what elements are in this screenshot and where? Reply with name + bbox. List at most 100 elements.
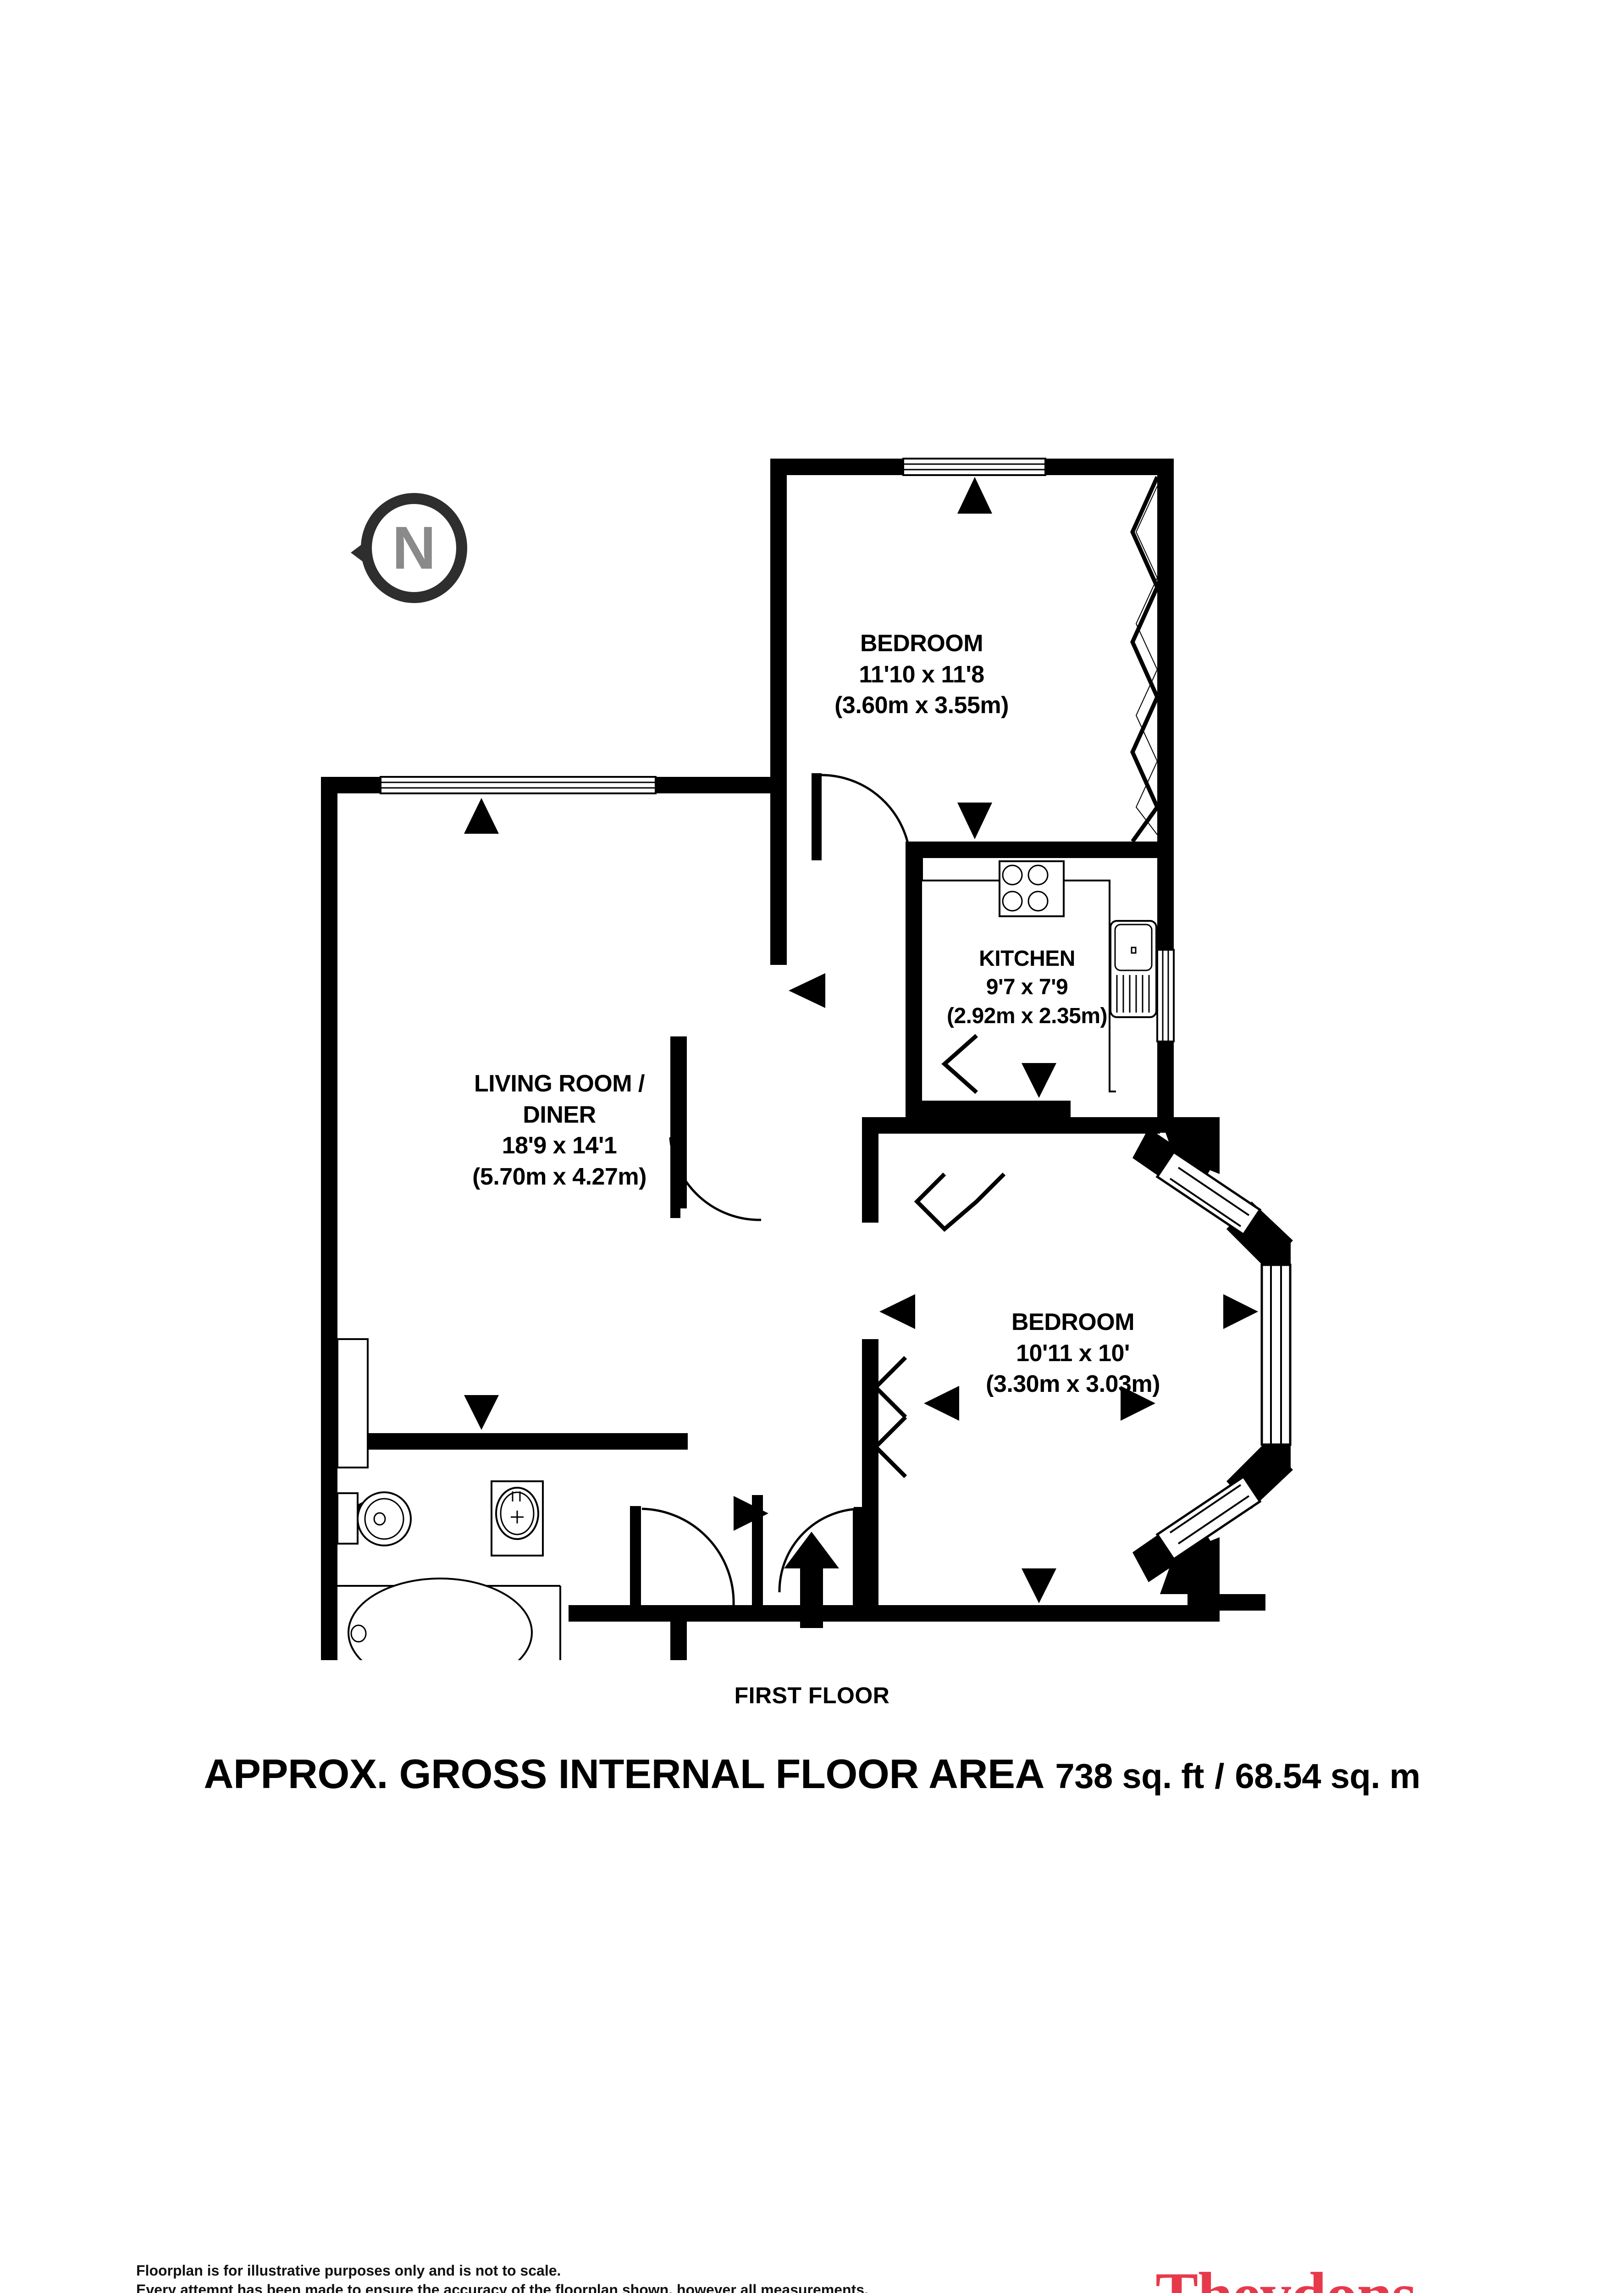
bay-window-pane-center: [1260, 1263, 1292, 1446]
room-dimensions-metric: (5.70m x 4.27m): [472, 1163, 646, 1190]
area-caption-prefix: APPROX. GROSS INTERNAL FLOOR AREA: [204, 1751, 1045, 1797]
wc-cistern: [337, 1492, 359, 1545]
disclaimer-text: Floorplan is for illustrative purposes o…: [136, 2261, 1122, 2293]
bay-mullion-lower-b: [1169, 1484, 1242, 1534]
room-label-kitchen: KITCHEN 9'7 x 7'9 (2.92m x 2.35m): [899, 945, 1155, 1030]
floorplan-drawing: [321, 458, 1293, 1660]
bay-mullion-upper-a: [1177, 1167, 1250, 1216]
kitchen-worktop-outline: [921, 858, 1116, 1092]
radiator-icon: [337, 1338, 369, 1468]
room-dimensions-imperial: 9'7 x 7'9: [986, 975, 1068, 1000]
door-leaf-bedroom1: [812, 773, 822, 860]
bay-window-pane-upper-angle: [1155, 1150, 1262, 1236]
bath-tub-icon: [348, 1578, 533, 1660]
wall-bathroom-left: [321, 1433, 337, 1660]
wc-inner: [364, 1498, 404, 1540]
room-dimensions-imperial: 18'9 x 14'1: [502, 1132, 617, 1159]
door-arc-hall: [778, 1507, 862, 1593]
bath-plug: [350, 1624, 367, 1643]
area-value-sqft: 738 sq. ft: [1055, 1757, 1204, 1796]
compass-rose: N: [351, 493, 488, 631]
wall-bay-corner-bottom: [1160, 1537, 1220, 1594]
arrow-kitchen-right: [1121, 1386, 1155, 1421]
zigzag-bedroom1-right: [1130, 476, 1160, 843]
area-separator: /: [1215, 1757, 1224, 1796]
room-dimensions-imperial: 10'11 x 10': [1016, 1340, 1130, 1367]
arrow-living-bottom: [464, 1395, 499, 1430]
arrow-kitchen-left: [924, 1386, 959, 1421]
room-dimensions-metric: (3.30m x 3.03m): [986, 1371, 1160, 1398]
bathroom-fixtures: [337, 1480, 561, 1660]
wall-bay-corner-top: [1160, 1117, 1220, 1174]
arrow-kitchen-bottom: [1022, 1063, 1056, 1098]
bay-mullion-upper-b: [1169, 1178, 1242, 1227]
door-arc-bathroom: [641, 1507, 735, 1606]
room-name-line-1: LIVING ROOM /: [474, 1070, 645, 1097]
disclaimer-line-2: Every attempt has been made to ensure th…: [136, 2282, 868, 2293]
disclaimer-line-1: Floorplan is for illustrative purposes o…: [136, 2262, 561, 2279]
brand-logo-theydons: Theydons.: [1155, 2263, 1596, 2293]
window-bedroom1-top: [902, 458, 1046, 476]
room-name-line-2: DINER: [523, 1101, 596, 1128]
wall-bedroom2-left-upper: [862, 1117, 878, 1223]
kitchen-fixtures: [921, 858, 1157, 1092]
zigzag-bedroom2-left-2: [873, 1356, 907, 1419]
wc-plug: [373, 1512, 386, 1526]
bay-window-pane-lower-angle: [1155, 1475, 1262, 1561]
arrow-bedroom1-left: [789, 973, 825, 1008]
room-name: BEDROOM: [860, 630, 983, 657]
zigzag-thin-bedroom1: [1135, 486, 1158, 835]
wall-bedroom1-bottom: [906, 842, 1174, 858]
room-label-bedroom-1: BEDROOM 11'10 x 11'8 (3.60m x 3.55m): [793, 628, 1050, 721]
wall-kitchen-right-upper: [1157, 858, 1174, 950]
zigzag-group: [873, 476, 1160, 1479]
gross-internal-area-caption: APPROX. GROSS INTERNAL FLOOR AREA 738 sq…: [0, 1751, 1624, 1798]
wall-bedroom2-left-lower: [862, 1339, 878, 1622]
room-name: BEDROOM: [1011, 1309, 1135, 1335]
hob-burner-4: [1027, 891, 1049, 912]
hob-burner-1: [1002, 864, 1023, 886]
window-group: [380, 458, 1175, 1042]
arrow-bedroom2-bottom: [1022, 1568, 1056, 1603]
bay-window-mullions: [1169, 1167, 1282, 1545]
door-group: [641, 774, 911, 1606]
hob-icon: [999, 860, 1065, 917]
hob-burner-3: [1002, 891, 1023, 912]
room-label-bedroom-2: BEDROOM 10'11 x 10' (3.30m x 3.03m): [945, 1307, 1201, 1400]
living-room-radiator: [337, 1338, 369, 1468]
wall-living-top-right: [656, 777, 787, 793]
bay-window-group: [1155, 1150, 1292, 1561]
door-leaf-group: [630, 773, 864, 1608]
floor-caption: FIRST FLOOR: [734, 1683, 890, 1708]
bay-mullion-lower-a: [1177, 1495, 1250, 1545]
sink-plug: [1131, 947, 1137, 954]
wall-bay-block-upper: [1263, 1238, 1291, 1266]
wall-bedroom1-right: [1157, 459, 1174, 858]
arrow-bedroom1-top: [957, 477, 992, 514]
wall-bedroom1-top-left: [770, 459, 903, 475]
room-name: KITCHEN: [979, 947, 1075, 971]
zigzag-kitchen-bottom: [941, 1034, 978, 1094]
window-living-top: [380, 776, 657, 794]
zigzag-bedroom2-left: [873, 1415, 907, 1479]
door-arc-bedroom1: [820, 774, 911, 858]
door-leaf-hall: [854, 1507, 864, 1594]
room-dimensions-imperial: 11'10 x 11'8: [859, 661, 984, 688]
wall-bedroom2-top-left: [862, 1117, 1082, 1134]
wall-kitchen-bottom-left: [906, 1101, 1071, 1117]
compass-north-label: N: [392, 514, 436, 582]
sink-icon: [1110, 920, 1157, 1018]
window-kitchen-right: [1156, 949, 1175, 1042]
footer: Floorplan is for illustrative purposes o…: [0, 2261, 1624, 2293]
wall-bedroom2-top-right: [1055, 1117, 1160, 1134]
zigzag-thin-group: [1135, 486, 1158, 835]
area-value-sqm: 68.54 sq. m: [1235, 1757, 1420, 1796]
room-dimensions-metric: (3.60m x 3.55m): [834, 692, 1009, 719]
wall-group: [321, 459, 1293, 1660]
wall-kitchen-left: [906, 858, 922, 1115]
arrow-living-right: [734, 1496, 768, 1531]
wall-living-right-upper: [770, 777, 787, 965]
zigzag-bedroom2-top: [914, 1172, 1006, 1232]
arrow-bedroom2-left: [879, 1294, 915, 1329]
